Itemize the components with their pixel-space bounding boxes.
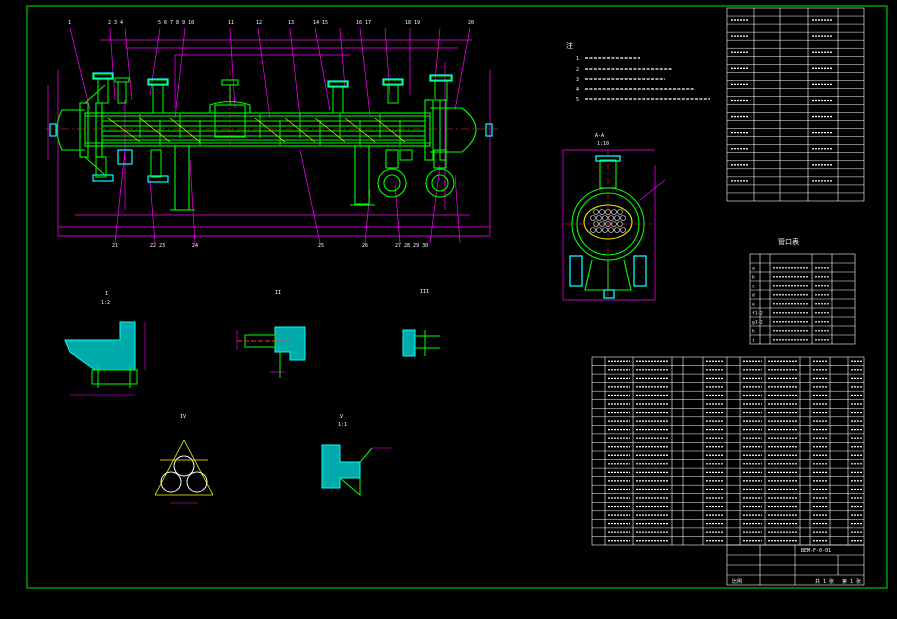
svg-text:22 23: 22 23 [150,243,165,249]
svg-text:25: 25 [318,243,324,249]
svg-text:18 19: 18 19 [405,20,420,26]
svg-text:13: 13 [288,20,294,26]
drawing-number: BEM-F-0-01 [801,548,831,554]
note-number: 2 [576,67,579,73]
detail-i-scale: 1:2 [101,300,110,306]
scale-label: 比例 [732,578,742,585]
sheet-count: 共 1 张 [815,578,834,585]
title-block: BEM-F-0-01 比例 共 1 张 第 1 张 [726,544,865,586]
sheet-number: 第 1 张 [842,578,861,585]
detail-view-v: V 1:1 [321,414,392,497]
nozzle-symbol: a [752,266,755,271]
nozzle-symbol: d [752,292,755,298]
svg-text:5 6 7 8 9 10: 5 6 7 8 9 10 [158,20,194,26]
technical-notes: 注 1 2 3 4 5 [566,41,710,103]
note-number: 1 [576,56,579,62]
svg-text:1: 1 [68,20,71,26]
nozzle-symbol: h [752,328,755,334]
svg-text:24: 24 [192,243,198,249]
detail-v-scale: 1:1 [338,422,347,428]
svg-text:20: 20 [468,20,474,26]
detail-view-ii: II [236,290,306,378]
section-view-aa: A-A 1:10 [562,133,666,301]
note-number: 3 [576,77,579,83]
nozzle-symbol: i [752,337,755,343]
nozzle-symbol: g1-2 [752,319,763,325]
svg-text:14 15: 14 15 [313,20,328,26]
svg-text:12: 12 [256,20,262,26]
drawing-frame [26,5,888,589]
main-elevation-view: 1 2 3 4 5 6 7 8 9 10 11 12 13 14 15 16 17 18… [45,20,498,249]
parts-rows [592,360,864,542]
svg-text:21: 21 [112,243,118,249]
nozzle-symbol: e [752,302,755,307]
detail-view-iv: IV [154,414,214,504]
note-number: 5 [576,97,579,103]
detail-iv-label: IV [180,414,186,420]
design-data-rows [727,15,864,194]
detail-iii-label: III [420,289,429,295]
detail-view-iii: III [402,289,440,357]
svg-text:26: 26 [362,243,368,249]
section-aa-label: A-A [595,133,604,139]
nozzle-symbol: b [752,274,755,280]
detail-view-i: I 1:2 [64,291,146,396]
detail-v-label: V [340,414,343,420]
nozzle-symbol: f1-2 [752,310,763,316]
svg-text:16 17: 16 17 [356,20,371,26]
svg-text:27 28 29 30: 27 28 29 30 [395,243,428,249]
note-number: 4 [576,87,579,93]
detail-i-label: I [105,291,108,297]
svg-text:2 3 4: 2 3 4 [108,20,123,26]
notes-heading: 注 [566,41,573,50]
nozzle-table-title: 管口表 [778,237,799,246]
svg-text:11: 11 [228,20,234,26]
detail-ii-label: II [275,290,281,296]
nozzle-symbol: c [752,284,755,289]
section-aa-scale: 1:10 [597,141,609,147]
